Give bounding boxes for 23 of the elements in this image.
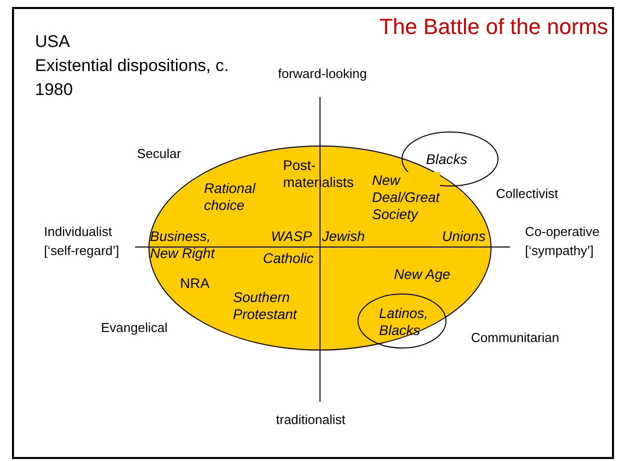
group-label: WASP: [271, 228, 313, 245]
axis-label: Individualist [‘self-regard’]: [44, 223, 120, 260]
group-label: New Age: [394, 266, 452, 283]
subtitle: Existential dispositions, c. 1980: [35, 55, 230, 101]
group-label: Blacks: [426, 151, 468, 168]
group-label: NRA: [180, 275, 211, 292]
group-label: Jewish: [322, 228, 366, 245]
axis-label: forward-looking: [278, 66, 368, 82]
group-label: Catholic: [263, 250, 315, 267]
subtitle: USA: [35, 31, 71, 53]
group-label: Business, New Right: [150, 228, 216, 262]
group-label: New Deal/Great Society: [372, 172, 440, 223]
title: The Battle of the norms: [379, 14, 608, 40]
axis-label: traditionalist: [276, 412, 346, 428]
group-label: Rational choice: [204, 180, 257, 214]
axis-label: Co-operative [‘sympathy’]: [525, 223, 600, 260]
quadrant-label: Secular: [137, 146, 182, 162]
group-label: Unions: [442, 228, 487, 245]
quadrant-label: Collectivist: [496, 186, 560, 202]
quadrant-label: Evangelical: [101, 320, 168, 336]
quadrant-label: Communitarian: [471, 330, 560, 346]
group-label: Latinos, Blacks: [379, 305, 430, 339]
group-label: Southern Protestant: [233, 289, 298, 323]
